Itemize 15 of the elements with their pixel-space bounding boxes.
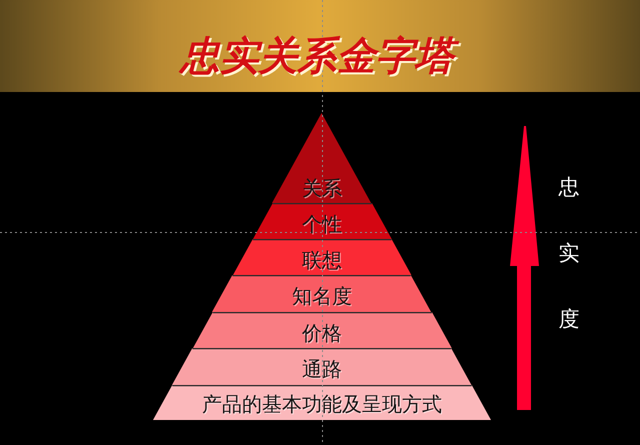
tier-label: 联想 <box>302 248 342 272</box>
tier-label: 个性 <box>302 212 342 236</box>
pyramid-tier <box>232 239 412 275</box>
pyramid-tier <box>172 348 472 385</box>
pyramid-tier <box>252 203 392 239</box>
tier-label: 知名度 <box>292 284 352 308</box>
pyramid-tier <box>153 385 491 420</box>
pyramid-tier <box>272 113 372 203</box>
tier-label: 价格 <box>302 321 342 345</box>
arrow-label: 忠实度 <box>558 174 580 333</box>
title: 忠实关系金字塔 <box>176 30 464 84</box>
pyramid-tier <box>192 312 452 348</box>
tier-label: 通路 <box>302 357 342 381</box>
tier-label: 关系 <box>302 176 342 200</box>
tier-label: 产品的基本功能及呈现方式 <box>202 392 442 416</box>
